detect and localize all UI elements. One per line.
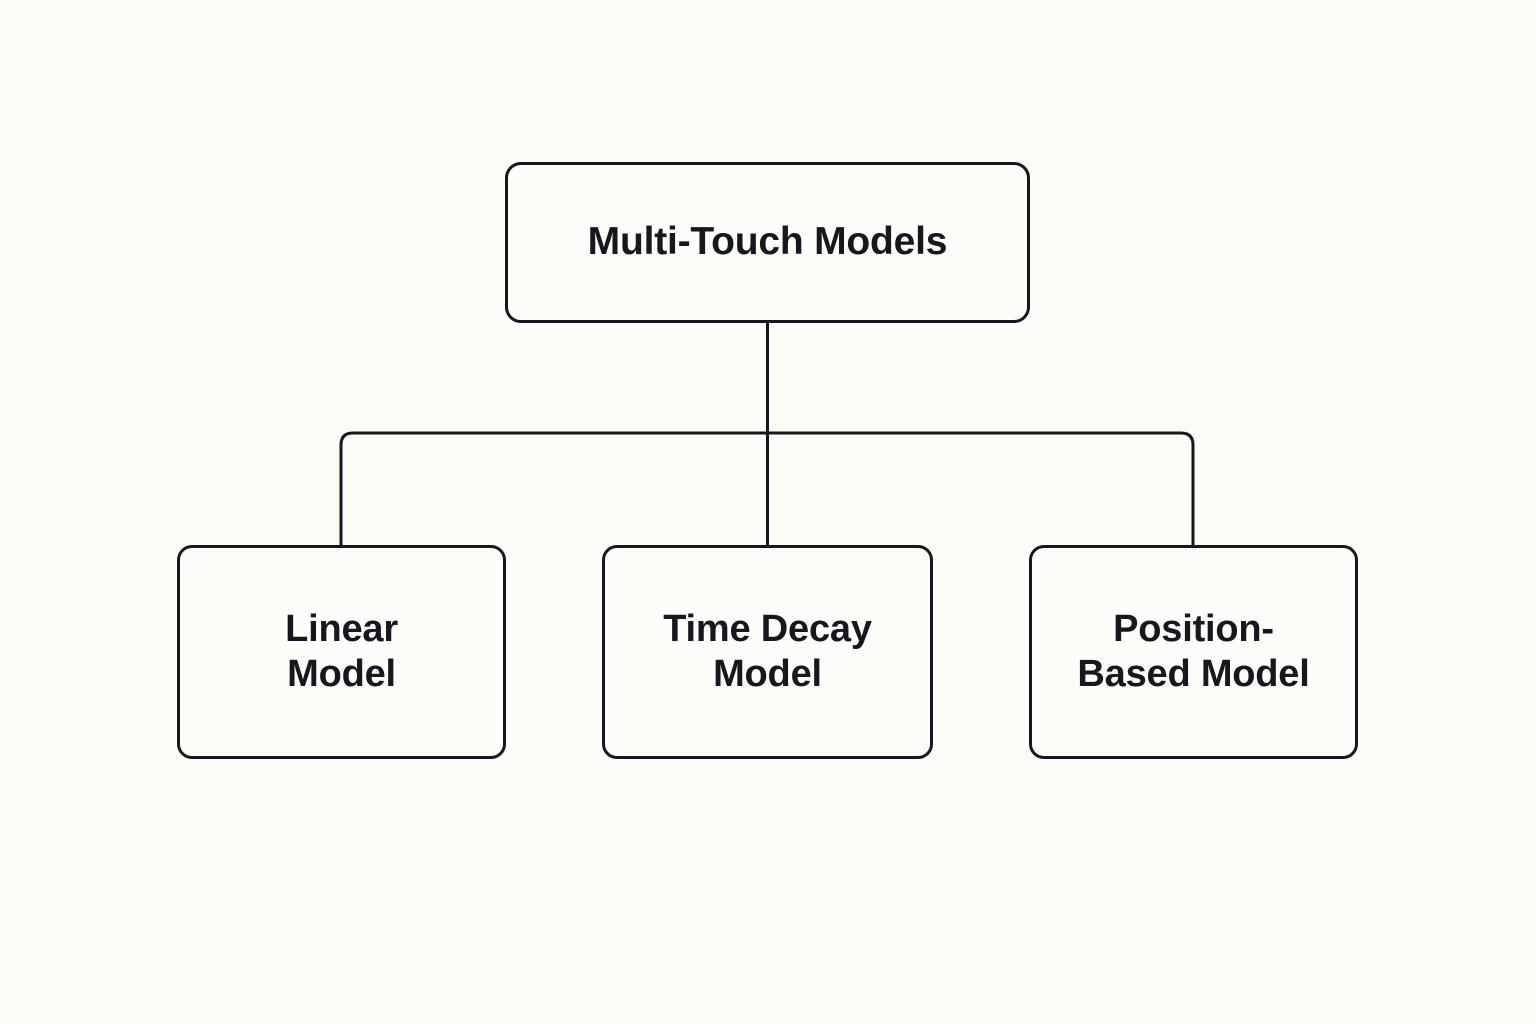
node-position-based-model[interactable]: Position- Based Model xyxy=(1029,545,1358,759)
connector-bus-right xyxy=(339,431,768,545)
node-position-based-model-label: Position- Based Model xyxy=(1077,608,1310,695)
node-root-label: Multi-Touch Models xyxy=(587,220,948,264)
node-linear-model-label: Linear Model xyxy=(285,608,398,695)
connector-bus-left xyxy=(767,431,1195,545)
node-time-decay-model-label: Time Decay Model xyxy=(663,608,872,695)
node-linear-model[interactable]: Linear Model xyxy=(177,545,506,759)
node-time-decay-model[interactable]: Time Decay Model xyxy=(602,545,933,759)
node-root[interactable]: Multi-Touch Models xyxy=(505,162,1030,323)
